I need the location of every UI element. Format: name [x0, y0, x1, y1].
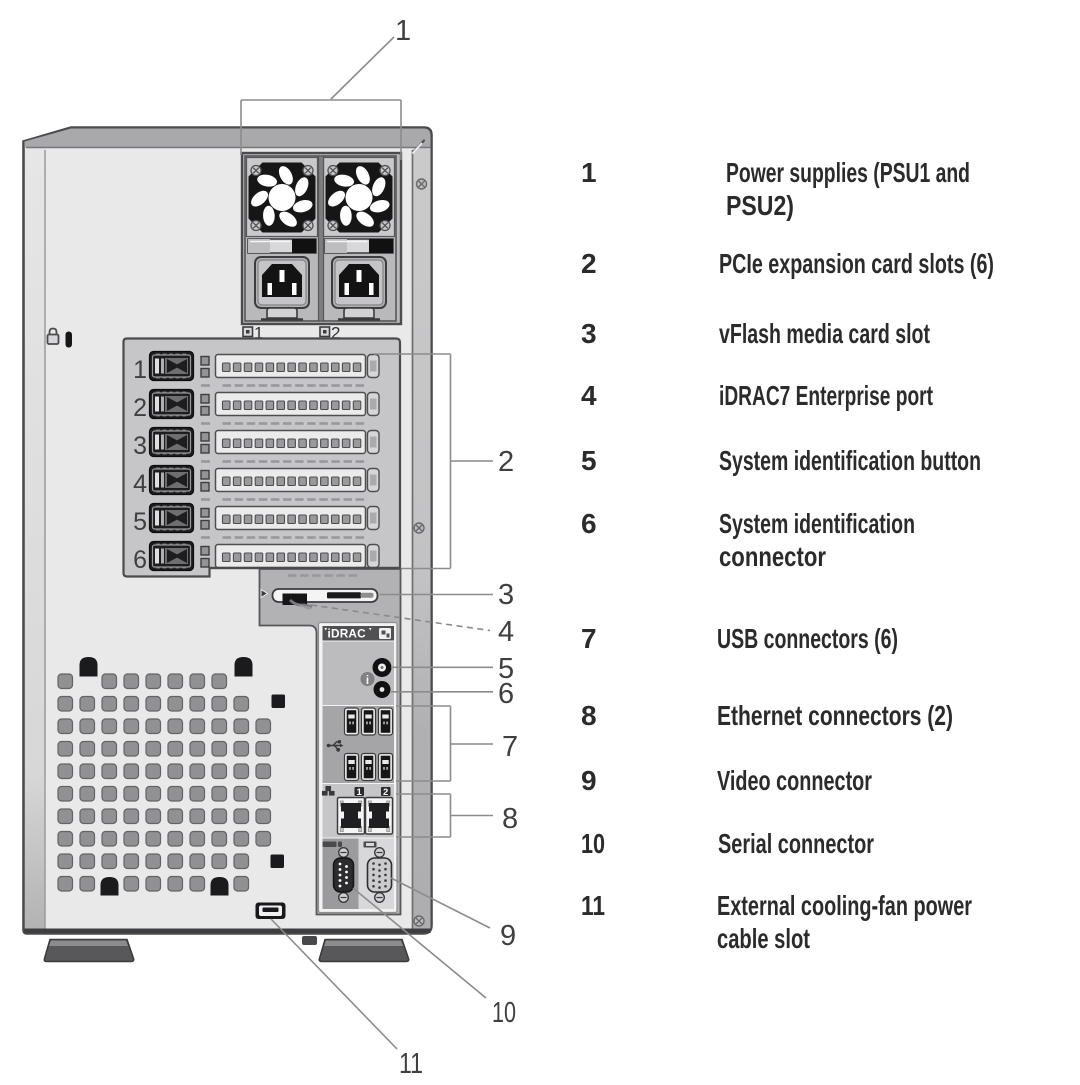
svg-text:Video connector: Video connector — [717, 765, 872, 796]
svg-text:1: 1 — [395, 15, 411, 47]
svg-text:2: 2 — [498, 446, 514, 478]
svg-text:8: 8 — [502, 803, 518, 835]
svg-text:5: 5 — [133, 508, 147, 536]
svg-text:System identification: System identification — [719, 508, 915, 539]
svg-text:iDRAC: iDRAC — [328, 626, 367, 640]
svg-text:2: 2 — [331, 324, 340, 343]
svg-text:PCIe expansion card slots (6): PCIe expansion card slots (6) — [719, 248, 994, 279]
svg-text:10: 10 — [581, 828, 605, 859]
svg-text:4: 4 — [133, 470, 147, 498]
svg-text:External cooling-fan power: External cooling-fan power — [717, 890, 972, 921]
svg-text:9: 9 — [500, 920, 516, 952]
svg-text:4: 4 — [498, 616, 514, 648]
svg-text:5: 5 — [498, 653, 514, 685]
svg-text:connector: connector — [719, 541, 826, 572]
svg-text:1: 1 — [357, 787, 363, 798]
svg-text:2: 2 — [133, 394, 147, 422]
svg-text:Serial connector: Serial connector — [718, 828, 874, 859]
svg-text:6: 6 — [133, 546, 147, 574]
svg-text:7: 7 — [502, 731, 518, 763]
svg-text:PSU2): PSU2) — [726, 190, 794, 221]
svg-text:2: 2 — [581, 248, 597, 279]
svg-text:8: 8 — [581, 700, 597, 731]
svg-text:2: 2 — [383, 787, 388, 798]
svg-text:7: 7 — [581, 623, 597, 654]
svg-text:iDRAC7 Enterprise port: iDRAC7 Enterprise port — [719, 380, 933, 411]
svg-text:11: 11 — [581, 890, 605, 921]
svg-text:1: 1 — [133, 356, 147, 384]
svg-text:3: 3 — [498, 579, 514, 611]
svg-text:1: 1 — [254, 324, 263, 343]
svg-text:cable slot: cable slot — [717, 923, 810, 954]
svg-text:6: 6 — [581, 508, 597, 539]
svg-text:11: 11 — [399, 1048, 423, 1080]
svg-text:Power supplies (PSU1 and: Power supplies (PSU1 and — [726, 157, 970, 188]
svg-text:10: 10 — [492, 997, 516, 1029]
svg-text:3: 3 — [133, 432, 147, 460]
svg-text:Ethernet connectors (2): Ethernet connectors (2) — [717, 700, 953, 731]
svg-text:1: 1 — [581, 157, 597, 188]
svg-text:5: 5 — [581, 445, 597, 476]
svg-text:i: i — [366, 675, 369, 687]
svg-text:4: 4 — [581, 380, 597, 411]
svg-text:vFlash media card slot: vFlash media card slot — [719, 318, 930, 349]
svg-text:3: 3 — [581, 318, 597, 349]
svg-text:6: 6 — [498, 678, 514, 710]
svg-text:9: 9 — [581, 765, 597, 796]
svg-text:USB connectors (6): USB connectors (6) — [717, 623, 898, 654]
svg-text:System identification button: System identification button — [719, 445, 981, 476]
